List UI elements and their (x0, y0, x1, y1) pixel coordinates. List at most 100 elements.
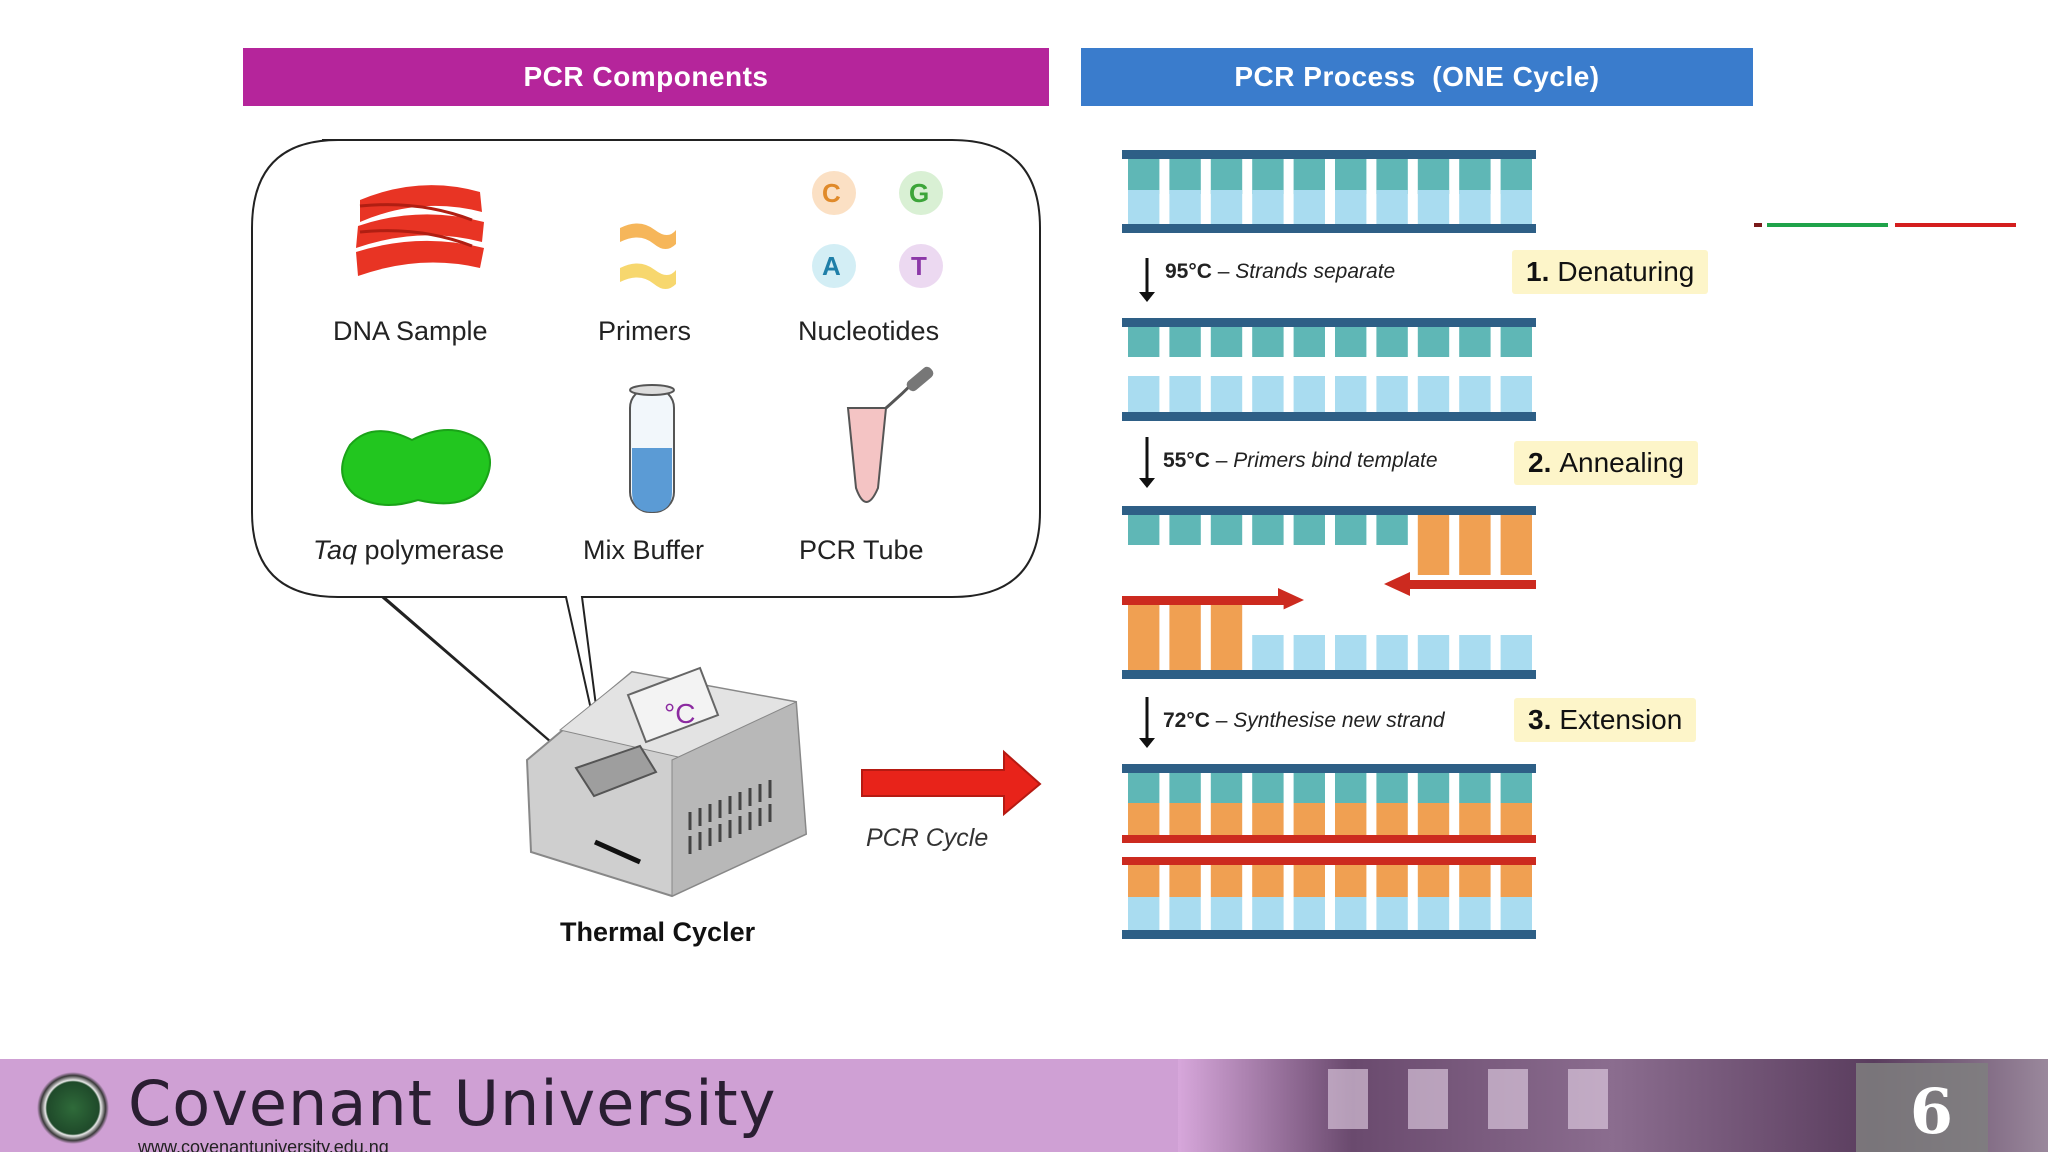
base-pair (1417, 773, 1450, 803)
primer-reverse (1410, 580, 1536, 589)
base-pair (1376, 865, 1408, 897)
process-title: PCR Process (ONE Cycle) (1234, 61, 1600, 92)
base-pair (1417, 635, 1450, 671)
base-pair (1376, 635, 1408, 671)
mix-buffer-icon (629, 384, 675, 513)
base-pair (1335, 515, 1367, 545)
base-pair (1169, 897, 1201, 931)
base-pair (1169, 635, 1201, 671)
base-pair (1376, 515, 1408, 545)
base-pair (1335, 635, 1367, 671)
new-strand (1122, 835, 1536, 843)
base-pair (1169, 376, 1201, 412)
base-pair (1293, 327, 1325, 357)
base-pair (1335, 327, 1367, 357)
base-pair (1459, 190, 1491, 225)
mix-buffer-label: Mix Buffer (583, 535, 705, 565)
base-pair (1128, 773, 1160, 803)
page-number-box (1856, 1063, 1988, 1152)
base-pair (1169, 515, 1201, 545)
base-pair (1459, 897, 1491, 931)
base-pair (1459, 159, 1491, 194)
base-pair (1459, 605, 1491, 635)
process-banner: PCR Process (ONE Cycle) (1081, 48, 1753, 106)
base-pair (1210, 865, 1243, 897)
step-3-temp: 72°C (1163, 709, 1210, 732)
nucleotide-g: G (909, 178, 930, 208)
step-1-desc: Strands separate (1235, 260, 1396, 283)
base-pair (1335, 865, 1367, 897)
base-pair (1335, 605, 1367, 635)
base-pair (1169, 159, 1201, 194)
base-pair (1252, 803, 1284, 835)
base-pair (1293, 545, 1325, 575)
base-pair (1252, 635, 1284, 671)
backbone (1122, 670, 1536, 679)
step-1-text: 95°C – Strands separate (1165, 260, 1396, 283)
step-3-desc: Synthesise new strand (1233, 709, 1445, 732)
dna-sample-icon (356, 185, 484, 276)
base-pair (1128, 515, 1160, 545)
base-pair (1293, 803, 1325, 835)
base-pair (1252, 897, 1284, 931)
base-pair (1128, 897, 1160, 931)
taq-polymerase-icon (341, 429, 491, 506)
base-pair (1335, 190, 1367, 225)
step-1-badge: 1.Denaturing (1512, 250, 1709, 294)
base-pair (1417, 190, 1450, 225)
base-pair (1500, 159, 1532, 194)
base-pair (1293, 159, 1325, 194)
base-pair (1459, 803, 1491, 835)
decorative-line-red (1895, 223, 2016, 227)
components-title: PCR Components (523, 61, 769, 92)
base-pair (1500, 515, 1532, 545)
nucleotide-c: C (822, 178, 841, 208)
base-pair (1169, 605, 1201, 635)
base-pair (1210, 635, 1243, 671)
base-pair (1293, 897, 1325, 931)
base-pair (1210, 545, 1243, 575)
base-pair (1417, 865, 1450, 897)
base-pair (1169, 327, 1201, 357)
base-pair (1252, 190, 1284, 225)
base-pair (1169, 545, 1201, 575)
backbone (1122, 150, 1536, 159)
step-1-temp: 95°C (1165, 260, 1212, 283)
base-pair (1376, 159, 1408, 194)
backbone (1122, 412, 1536, 421)
base-pair (1128, 635, 1160, 671)
base-pair (1417, 327, 1450, 357)
base-pair (1210, 897, 1243, 931)
base-pair (1252, 515, 1284, 545)
down-arrowhead-icon (1139, 292, 1155, 302)
base-pair (1128, 190, 1160, 225)
base-pair (1210, 515, 1243, 545)
base-pair (1376, 376, 1408, 412)
base-pair (1417, 605, 1450, 635)
base-pair (1376, 190, 1408, 225)
base-pair (1128, 803, 1160, 835)
pcr-tube-label: PCR Tube (799, 535, 924, 565)
base-pair (1459, 773, 1491, 803)
base-pair (1210, 159, 1243, 194)
step-2-text: 55°C – Primers bind template (1163, 449, 1438, 472)
base-pair (1252, 773, 1284, 803)
base-pair (1500, 605, 1532, 635)
base-pair (1417, 515, 1450, 545)
base-pair (1252, 159, 1284, 194)
base-pair (1459, 327, 1491, 357)
primers-label: Primers (598, 316, 691, 346)
down-arrowhead-icon (1139, 738, 1155, 748)
base-pair (1500, 327, 1532, 357)
base-pair (1335, 545, 1367, 575)
base-pair (1252, 605, 1284, 635)
primers-icon (620, 223, 676, 289)
base-pair (1293, 190, 1325, 225)
base-pair (1169, 865, 1201, 897)
base-pair (1335, 376, 1367, 412)
base-pair (1459, 376, 1491, 412)
base-pair (1293, 376, 1325, 412)
base-pair (1459, 635, 1491, 671)
base-pair (1376, 327, 1408, 357)
